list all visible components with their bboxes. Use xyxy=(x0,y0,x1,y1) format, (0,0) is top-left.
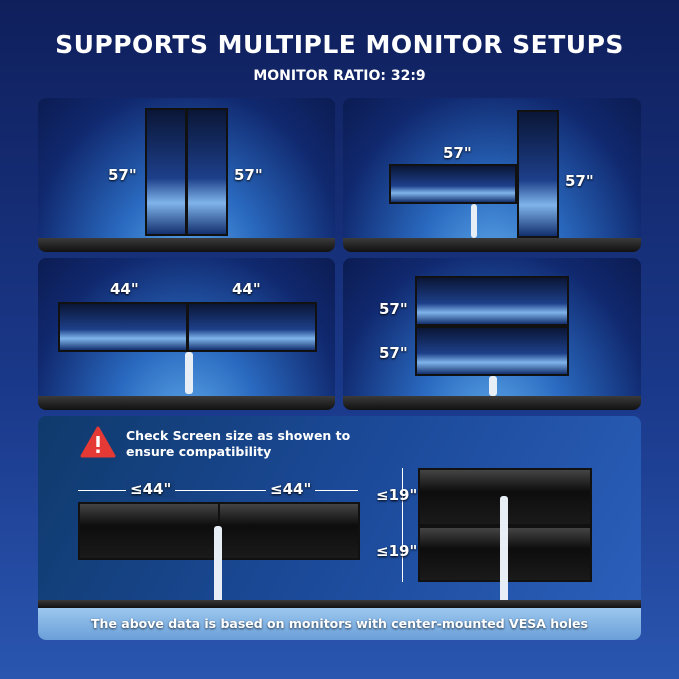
monitor xyxy=(389,164,517,204)
panel-stacked: 57" 57" xyxy=(343,258,641,410)
page-title: SUPPORTS MULTIPLE MONITOR SETUPS xyxy=(55,30,624,59)
footnote: The above data is based on monitors with… xyxy=(38,608,641,640)
desk xyxy=(38,238,335,252)
monitor xyxy=(186,108,228,236)
desk xyxy=(343,396,641,410)
dimension-line xyxy=(78,490,358,491)
panel-two-vertical: 57" 57" xyxy=(38,98,335,252)
size-label: 57" xyxy=(379,300,408,318)
dimension-line xyxy=(402,468,403,582)
size-label: 57" xyxy=(443,144,472,162)
monitor xyxy=(415,326,569,376)
panel-horizontal-vertical: 57" 57" xyxy=(343,98,641,252)
monitor xyxy=(78,502,220,560)
panel-two-horizontal: 44" 44" xyxy=(38,258,335,410)
monitor xyxy=(517,110,559,238)
desk xyxy=(38,396,335,410)
size-label: ≤44" xyxy=(266,480,316,498)
panel-dimensions: ≤44" ≤44" ≤19" ≤19" xyxy=(38,416,641,640)
monitor xyxy=(145,108,187,236)
size-label: 57" xyxy=(234,166,263,184)
warning-icon xyxy=(80,426,116,458)
warning-text: Check Screen size as showen to ensure co… xyxy=(126,428,351,459)
size-label: 57" xyxy=(565,172,594,190)
monitor-arm xyxy=(185,352,193,394)
monitor-arm xyxy=(500,496,508,606)
size-label: 57" xyxy=(379,344,408,362)
size-label: ≤44" xyxy=(126,480,176,498)
monitor-arm xyxy=(214,526,222,606)
monitor xyxy=(415,276,569,326)
page-subtitle: MONITOR RATIO: 32:9 xyxy=(253,68,426,84)
desk xyxy=(343,238,641,252)
size-label: 44" xyxy=(110,280,139,298)
monitor xyxy=(187,302,317,352)
size-label: ≤19" xyxy=(376,486,418,504)
size-label: ≤19" xyxy=(376,542,418,560)
size-label: 44" xyxy=(232,280,261,298)
monitor xyxy=(218,502,360,560)
monitor xyxy=(58,302,188,352)
monitor-arm xyxy=(489,376,497,396)
desk xyxy=(38,600,641,608)
size-label: 57" xyxy=(108,166,137,184)
monitor-arm xyxy=(471,204,477,238)
